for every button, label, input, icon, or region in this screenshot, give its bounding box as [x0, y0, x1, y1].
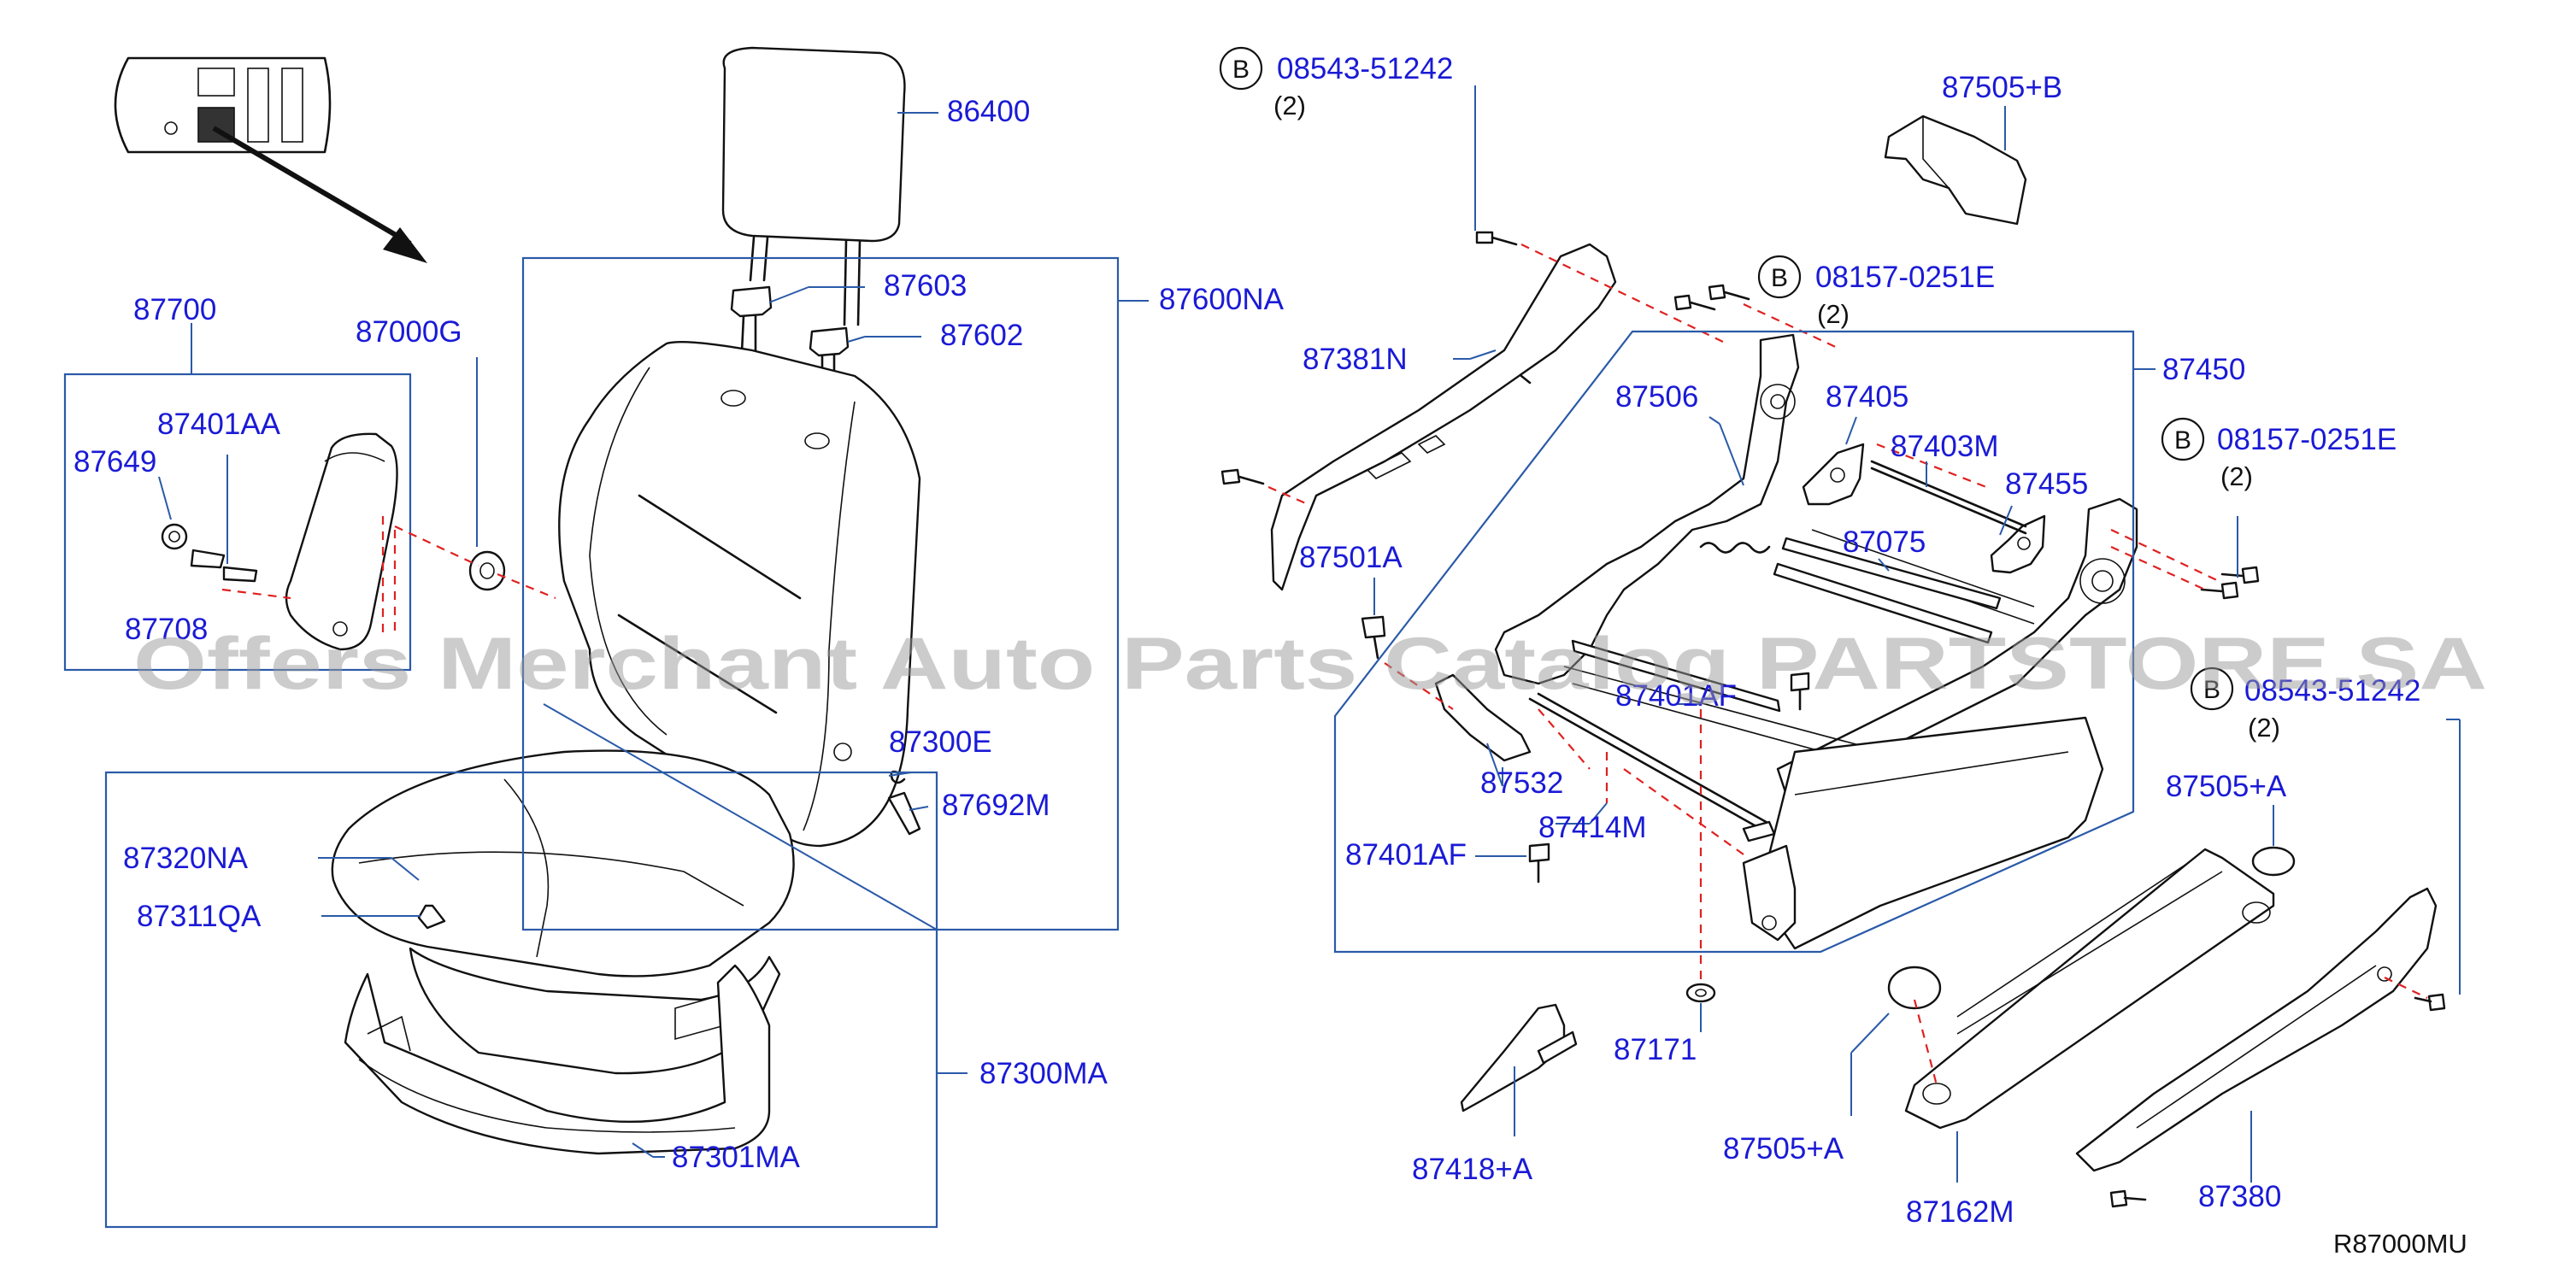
bolt-drawing [1220, 231, 1518, 485]
assembly-lines-left [221, 516, 556, 632]
armrest-bolt-drawing [161, 523, 258, 583]
quantity-label: (2) [2220, 461, 2253, 491]
rail-cover-drawing [1904, 848, 2275, 1130]
part-label-08543-51242-right[interactable]: 08543-51242 [2244, 674, 2420, 707]
part-label-87401AA[interactable]: 87401AA [157, 408, 281, 441]
part-label-87692M[interactable]: 87692M [942, 789, 1050, 822]
armrest-drawing [285, 432, 398, 651]
part-label-87162M[interactable]: 87162M [1906, 1195, 2014, 1229]
part-label-87403M[interactable]: 87403M [1891, 430, 1998, 463]
part-label-87320NA[interactable]: 87320NA [123, 842, 249, 875]
quantity-label: (2) [1273, 91, 1306, 120]
seat-back-drawing [558, 341, 921, 848]
callout-circle-icon: B [2190, 666, 2234, 711]
armrest-frame [63, 373, 412, 672]
cushion-frame [104, 771, 938, 1229]
part-label-87505-a-right[interactable]: 87505+A [2166, 770, 2287, 803]
assembly-lines-right [1267, 244, 2428, 1086]
callout-circle-icon: B [1219, 46, 1263, 91]
headrest-guide-drawing [730, 285, 850, 396]
part-label-87381N[interactable]: 87381N [1303, 343, 1408, 376]
part-label-87602[interactable]: 87602 [940, 319, 1023, 352]
part-label-87414M[interactable]: 87414M [1538, 811, 1646, 844]
svg-text:B: B [1232, 56, 1250, 84]
part-label-87603[interactable]: 87603 [884, 269, 967, 302]
side-cover-drawing [1270, 243, 1617, 591]
bottom-bolt-drawing [2109, 993, 2446, 1208]
headrest-drawing [721, 46, 906, 326]
part-label-87505-b[interactable]: 87505+B [1942, 71, 2062, 104]
washer-171-drawing [1685, 983, 1716, 1003]
part-label-87300MA[interactable]: 87300MA [979, 1057, 1108, 1090]
svg-text:B: B [2203, 676, 2220, 704]
part-label-87505-a[interactable]: 87505+A [1723, 1132, 1844, 1165]
cover-b-drawing [1884, 114, 2027, 226]
long-rail-drawing [2075, 887, 2438, 1172]
leader-lines-right [1373, 85, 2461, 1183]
seat-pan-drawing [344, 964, 771, 1155]
part-label-87418-a[interactable]: 87418+A [1412, 1153, 1533, 1186]
frame-assembly-outline [1333, 330, 2135, 954]
cap-drawing [1887, 846, 2296, 1010]
rod-drawing [1870, 460, 2027, 535]
right-bolt-drawing [2200, 566, 2260, 600]
part-label-87450[interactable]: 87450 [2162, 353, 2245, 386]
part-label-08157-0251e-a[interactable]: 08157-0251E [1815, 261, 1995, 294]
part-label-87075[interactable]: 87075 [1843, 525, 1926, 559]
part-label-87000G[interactable]: 87000G [356, 315, 462, 349]
part-label-87380[interactable]: 87380 [2198, 1180, 2281, 1213]
quantity-label: (2) [1817, 299, 1850, 329]
part-label-87501A[interactable]: 87501A [1299, 541, 1403, 574]
part-label-87708[interactable]: 87708 [125, 613, 208, 646]
part-label-87401AF[interactable]: 87401AF [1345, 838, 1467, 872]
part-label-87506[interactable]: 87506 [1615, 380, 1698, 414]
vehicle-locator-icon [114, 56, 427, 263]
part-label-87649[interactable]: 87649 [74, 445, 156, 478]
cover-418-drawing [1460, 1003, 1578, 1112]
spring-drawing [1699, 542, 1771, 554]
part-label-87405[interactable]: 87405 [1826, 380, 1908, 414]
washer-drawing [468, 550, 506, 591]
diagram-reference-code: R87000MU [2333, 1229, 2467, 1259]
seatback-frame [521, 256, 1120, 931]
callout-circle-icon: B [2161, 417, 2205, 461]
part-label-86400[interactable]: 86400 [947, 95, 1030, 128]
callout-circle-icon: B [1757, 255, 1802, 299]
part-label-08543-51242-top[interactable]: 08543-51242 [1277, 52, 1453, 85]
bolt-pair-drawing [1673, 284, 1750, 311]
part-label-87311QA[interactable]: 87311QA [137, 900, 262, 933]
part-label-87455[interactable]: 87455 [2005, 467, 2088, 501]
wire-drawing [1528, 692, 1776, 842]
part-label-87401AF-top[interactable]: 87401AF [1615, 679, 1737, 713]
seat-frame-drawing [1434, 333, 2138, 950]
quantity-label: (2) [2248, 713, 2280, 743]
part-label-87301MA[interactable]: 87301MA [672, 1141, 800, 1174]
watermark-text: Offers Merchant Auto Parts Catalog PARTS… [133, 623, 2487, 705]
part-label-87171[interactable]: 87171 [1614, 1033, 1697, 1066]
frame-bolt-drawing [1361, 615, 1810, 883]
part-label-87700[interactable]: 87700 [133, 293, 216, 326]
part-label-08157-0251e-b[interactable]: 08157-0251E [2217, 423, 2397, 456]
clip-drawing [887, 770, 921, 836]
part-label-87532[interactable]: 87532 [1480, 766, 1563, 800]
link-drawing [1773, 537, 2002, 644]
svg-text:B: B [1771, 264, 1788, 292]
seat-cushion-drawing [331, 749, 795, 1075]
part-label-87300E[interactable]: 87300E [889, 725, 992, 759]
leader-lines-left [158, 112, 1149, 1158]
bracket-drawing [1802, 443, 2046, 574]
part-label-87600NA[interactable]: 87600NA [1159, 283, 1285, 316]
svg-text:B: B [2174, 426, 2191, 455]
